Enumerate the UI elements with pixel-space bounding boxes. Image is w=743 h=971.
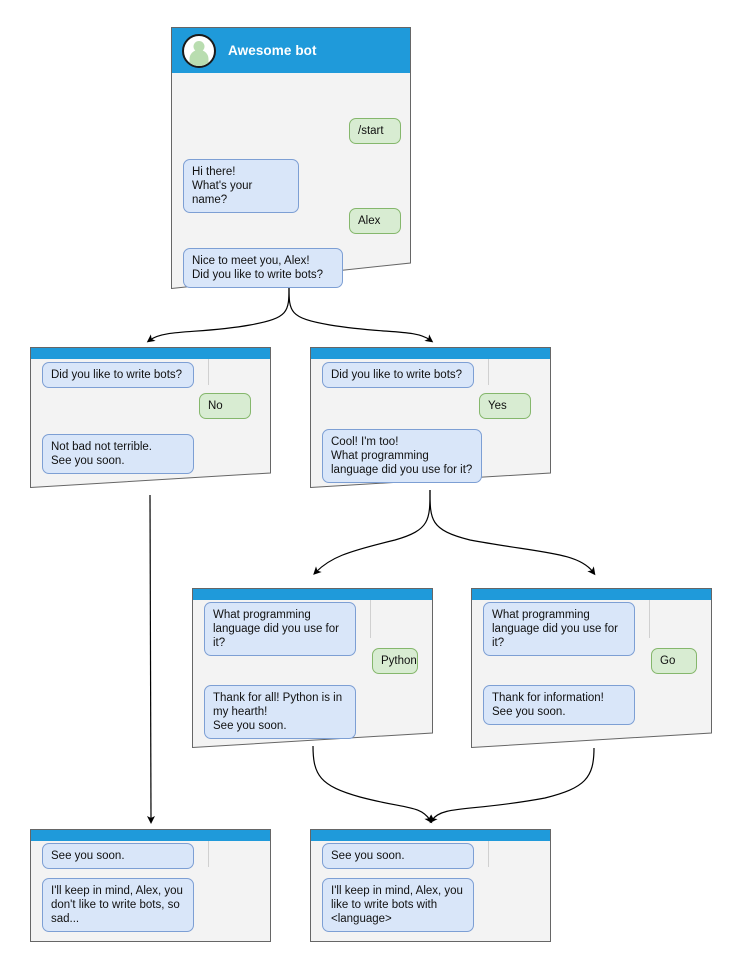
message-bubble-bot[interactable]: What programming language did you use fo… (483, 602, 635, 656)
node-farewell-no-screen[interactable]: See you soon. I'll keep in mind, Alex, y… (30, 829, 271, 942)
edge-root-to-yes (288, 285, 434, 343)
message-bubble-user[interactable]: Python (372, 648, 418, 674)
screen-header-bar (472, 589, 711, 600)
column-divider (208, 841, 209, 867)
chat-transcript: What programming language did you use fo… (192, 600, 433, 748)
column-divider (488, 841, 489, 867)
node-language-python-screen[interactable]: What programming language did you use fo… (192, 588, 433, 748)
node-farewell-yes-screen[interactable]: See you soon. I'll keep in mind, Alex, y… (310, 829, 551, 942)
chat-transcript: Did you like to write bots? No Not bad n… (30, 359, 271, 488)
chat-transcript: See you soon. I'll keep in mind, Alex, y… (310, 841, 551, 942)
message-bubble-bot[interactable]: What programming language did you use fo… (204, 602, 356, 656)
chat-transcript: Did you like to write bots? Yes Cool! I'… (310, 359, 551, 488)
edge-root-to-no (146, 285, 290, 343)
message-bubble-user[interactable]: Yes (479, 393, 531, 419)
message-bubble-user[interactable]: /start (349, 118, 401, 144)
message-bubble-bot[interactable]: Thank for information! See you soon. (483, 685, 635, 725)
message-bubble-bot[interactable]: Not bad not terrible. See you soon. (42, 434, 194, 474)
node-answer-yes-screen[interactable]: Did you like to write bots? Yes Cool! I'… (310, 347, 551, 488)
node-answer-no-screen[interactable]: Did you like to write bots? No Not bad n… (30, 347, 271, 488)
column-divider (208, 359, 209, 385)
column-divider (649, 600, 650, 638)
screen-header-bar (193, 589, 432, 600)
edge-yes-to-python (313, 489, 431, 575)
message-bubble-bot[interactable]: Thank for all! Python is in my hearth! S… (204, 685, 356, 739)
column-divider (488, 359, 489, 385)
chat-transcript: /start Hi there! What's your name? Alex … (171, 73, 411, 289)
message-bubble-bot[interactable]: Hi there! What's your name? (183, 159, 299, 213)
node-start-screen[interactable]: Awesome bot /start Hi there! What's your… (171, 27, 411, 289)
message-bubble-bot[interactable]: Cool! I'm too! What programming language… (322, 429, 482, 483)
message-bubble-user[interactable]: Go (651, 648, 697, 674)
message-bubble-bot[interactable]: I'll keep in mind, Alex, you don't like … (42, 878, 194, 932)
bot-name-label: Awesome bot (228, 43, 317, 58)
screen-header-bar (31, 348, 270, 359)
message-bubble-bot[interactable]: I'll keep in mind, Alex, you like to wri… (322, 878, 474, 932)
screen-header-bar (311, 348, 550, 359)
message-bubble-user[interactable]: No (199, 393, 251, 419)
message-bubble-bot[interactable]: Nice to meet you, Alex! Did you like to … (183, 248, 343, 288)
message-bubble-bot[interactable]: See you soon. (42, 843, 194, 869)
chat-transcript: What programming language did you use fo… (471, 600, 712, 748)
message-bubble-bot[interactable]: Did you like to write bots? (322, 362, 474, 388)
message-bubble-user[interactable]: Alex (349, 208, 401, 234)
message-bubble-bot[interactable]: Did you like to write bots? (42, 362, 194, 388)
screen-header-bar (31, 830, 270, 841)
bot-header-bar: Awesome bot (172, 28, 410, 73)
edge-yes-to-go (429, 489, 596, 576)
edge-no-to-farewell-no (146, 494, 155, 824)
edge-python-to-farewell-yes (312, 745, 433, 824)
node-language-go-screen[interactable]: What programming language did you use fo… (471, 588, 712, 748)
message-bubble-bot[interactable]: See you soon. (322, 843, 474, 869)
person-avatar-icon (182, 33, 216, 68)
screen-header-bar (311, 830, 550, 841)
column-divider (370, 600, 371, 638)
chat-transcript: See you soon. I'll keep in mind, Alex, y… (30, 841, 271, 942)
edge-go-to-farewell-yes (429, 747, 595, 824)
